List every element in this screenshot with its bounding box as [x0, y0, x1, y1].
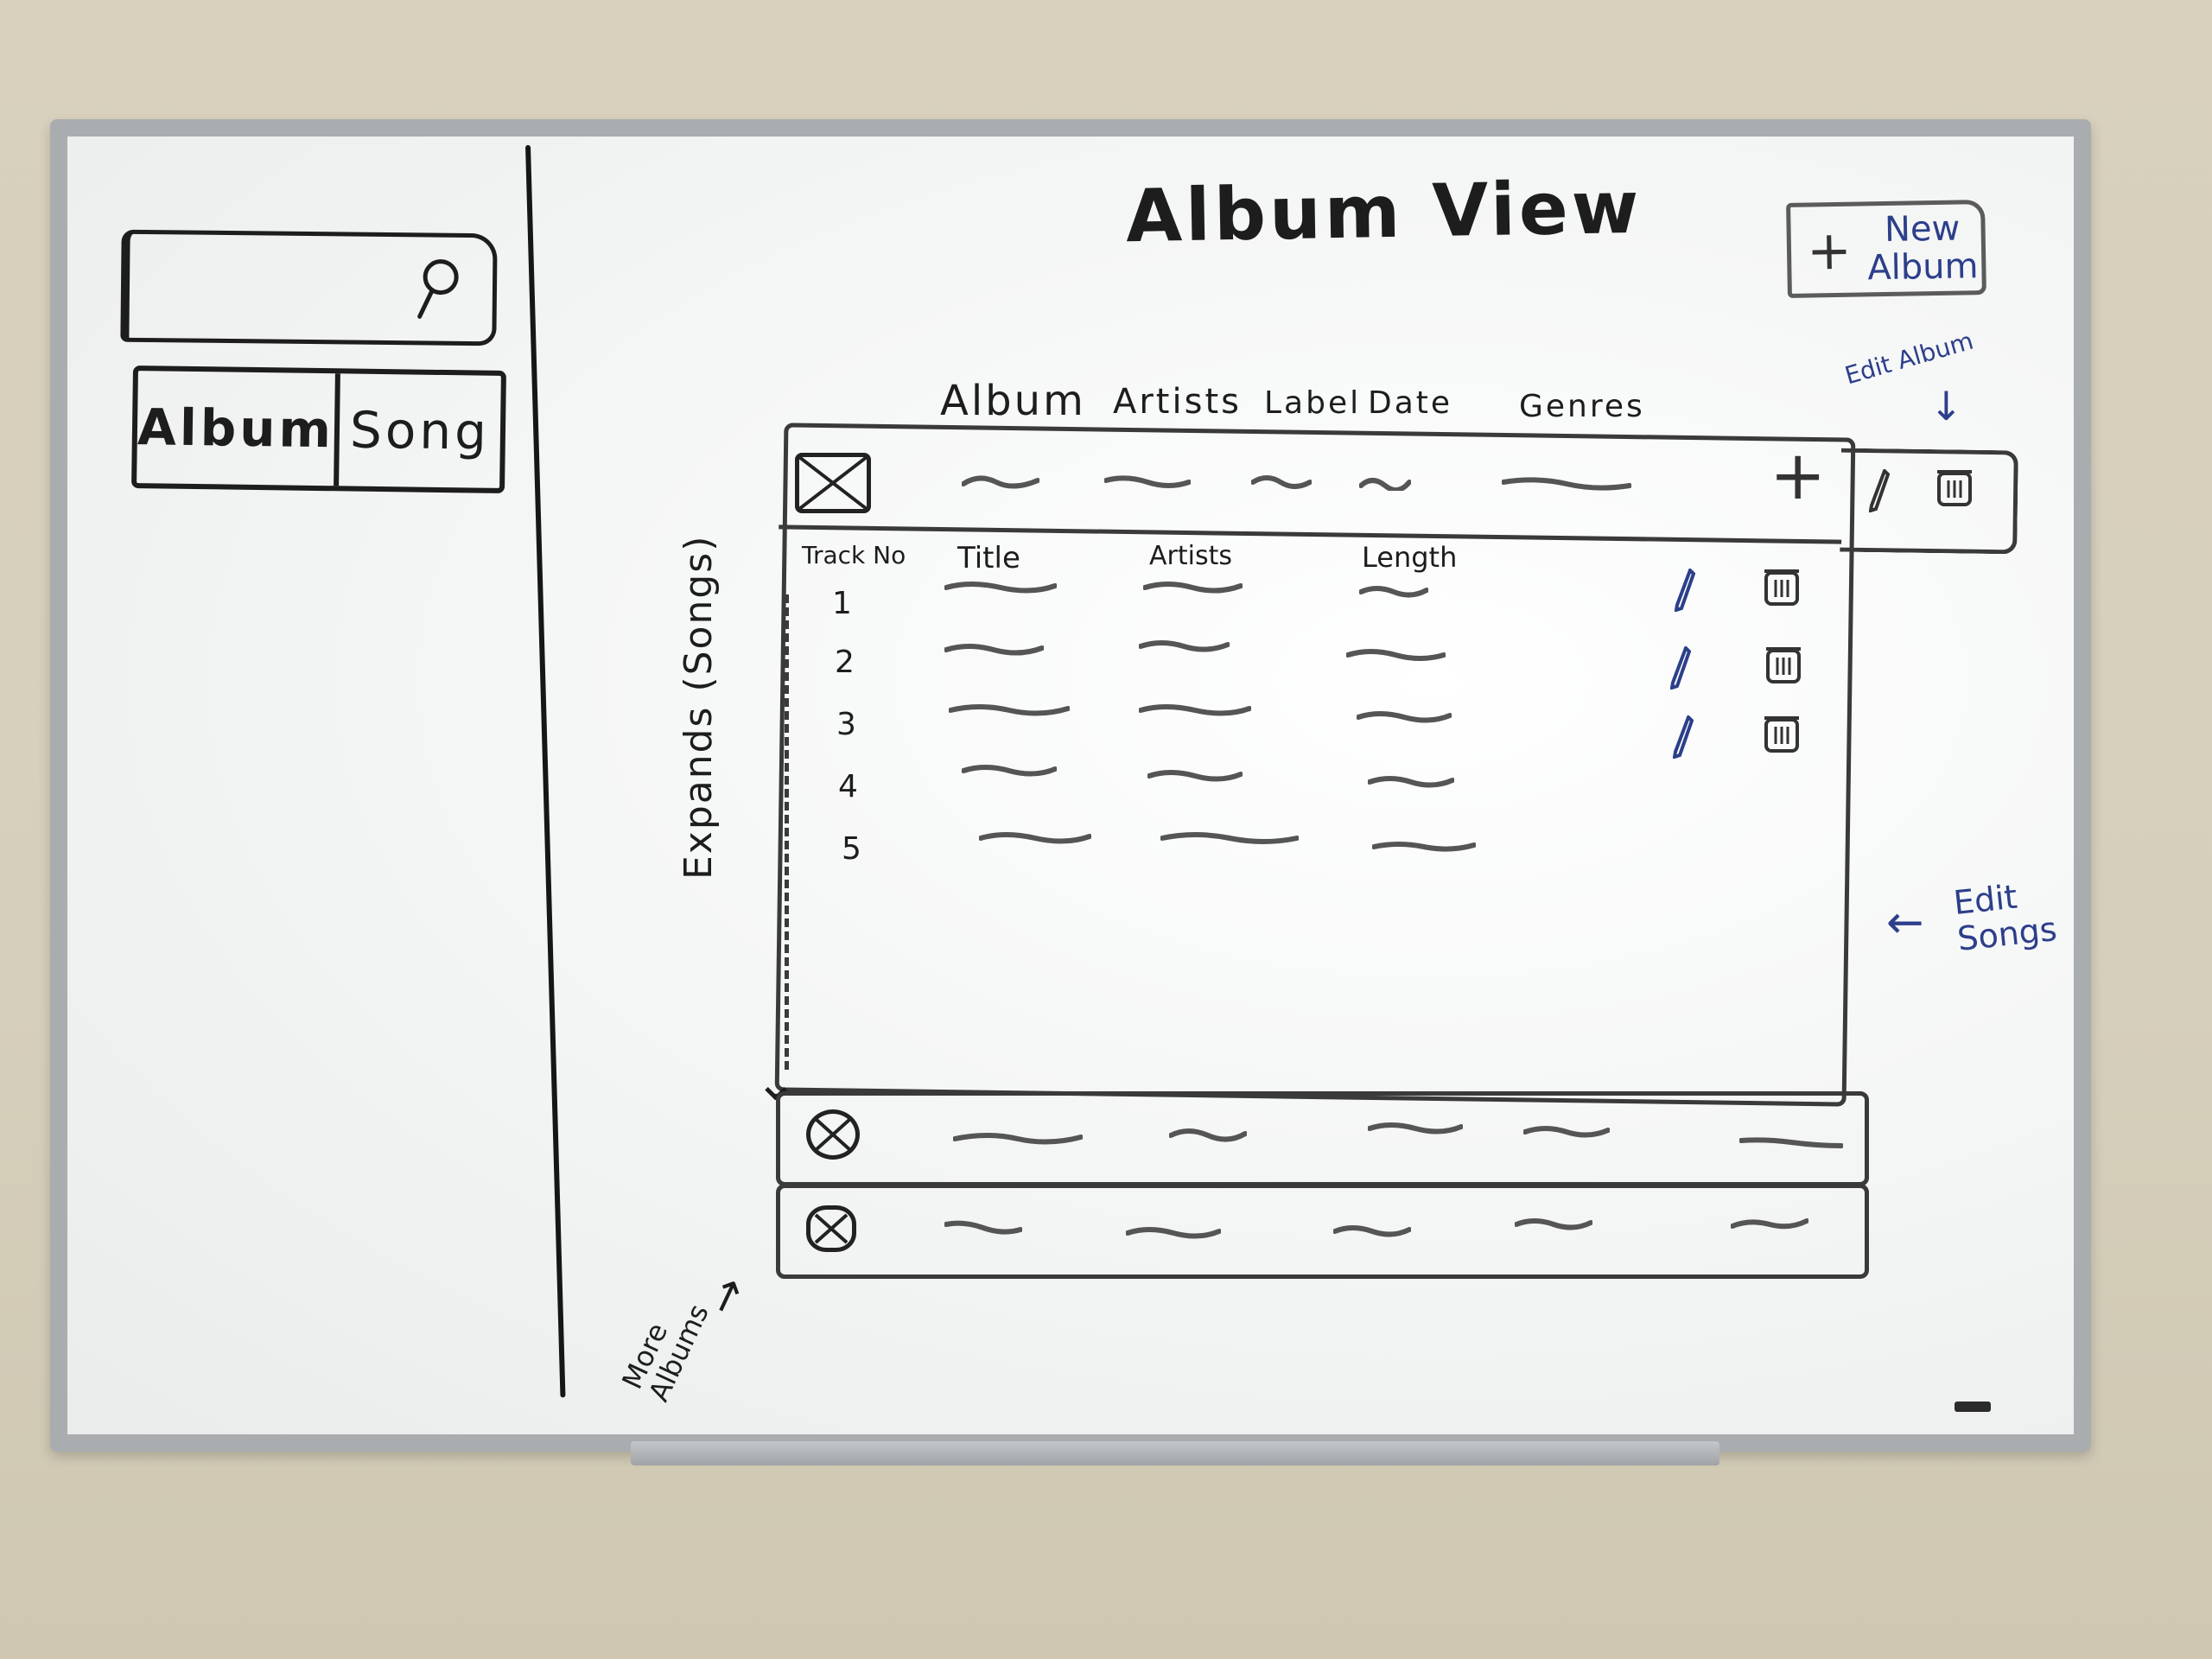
edit-song-pencil-icon[interactable] [1673, 715, 1694, 759]
arrow-left-icon: ← [1886, 897, 1924, 949]
marker-tray [631, 1441, 1719, 1465]
album-date-value [1359, 478, 1411, 491]
track-number: 3 [836, 707, 856, 742]
delete-song-trash-icon[interactable] [1764, 642, 1802, 683]
album-row-collapsed[interactable] [776, 1184, 1869, 1279]
album-art-placeholder-icon [806, 1109, 860, 1160]
expands-annotation: Expands (Songs) [677, 534, 721, 880]
song-column-artists: Artists [1149, 541, 1232, 571]
song-length-value [1368, 776, 1454, 788]
song-title-value [944, 582, 1057, 594]
column-header-album: Album [940, 377, 1086, 425]
arrow-down-icon: ↓ [1929, 383, 1963, 429]
album-art-placeholder-icon [806, 1205, 856, 1252]
album-label-value [1333, 1225, 1411, 1237]
song-artist-value [1139, 640, 1230, 652]
edit-song-pencil-icon[interactable] [1675, 569, 1695, 612]
edit-album-pencil-icon[interactable] [1869, 469, 1890, 512]
song-column-length: Length [1362, 541, 1458, 574]
plus-icon: + [1806, 218, 1853, 283]
page-title: Album View [1125, 164, 1643, 259]
album-genres-value [1739, 1137, 1843, 1148]
song-title-value [949, 704, 1070, 716]
song-length-value [1372, 842, 1476, 852]
album-name-value [953, 1133, 1083, 1145]
whiteboard: Album Song Album View + New Album Album … [67, 137, 2074, 1434]
album-artist-value [1169, 1128, 1247, 1142]
more-albums-annotation: More Albums [615, 1299, 715, 1407]
album-genres-value [1731, 1218, 1808, 1230]
new-album-button[interactable]: + New Album [1786, 200, 1986, 298]
delete-song-trash-icon[interactable] [1763, 564, 1801, 606]
album-label-value [1251, 475, 1312, 489]
edit-song-pencil-icon[interactable] [1670, 646, 1691, 690]
edit-album-annotation: Edit Album [1841, 326, 1977, 391]
song-title-value [944, 644, 1044, 656]
album-date-value [1515, 1218, 1592, 1230]
song-artist-value [1143, 582, 1243, 594]
track-number: 1 [832, 586, 852, 621]
album-art-placeholder-icon [795, 453, 871, 513]
tab-album[interactable]: Album [137, 397, 335, 460]
delete-song-trash-icon[interactable] [1763, 711, 1801, 753]
edit-songs-annotation: Edit Songs [1951, 877, 2059, 958]
column-header-genres: Genres [1519, 389, 1645, 424]
song-length-value [1357, 711, 1452, 723]
album-label-value [1368, 1122, 1463, 1135]
album-artist-value [1104, 475, 1191, 488]
song-title-value [979, 832, 1091, 844]
song-column-track-no: Track No [802, 541, 906, 569]
album-name-value [944, 1220, 1022, 1235]
album-genres-value [1502, 477, 1631, 491]
song-artist-value [1160, 832, 1299, 844]
add-song-button[interactable]: + [1770, 437, 1827, 515]
song-artist-value [1139, 704, 1251, 716]
album-actions [1840, 448, 2018, 555]
song-artist-value [1147, 770, 1243, 782]
column-header-label: Label [1264, 385, 1362, 421]
marker [1955, 1402, 1991, 1412]
column-header-date: Date [1368, 385, 1453, 421]
new-album-label: New Album [1866, 208, 1979, 289]
album-name-value [962, 475, 1039, 489]
delete-album-trash-icon[interactable] [1936, 465, 1974, 506]
track-number: 4 [838, 769, 858, 804]
expand-guide-line [785, 594, 789, 1070]
column-header-artists: Artists [1113, 382, 1242, 422]
song-length-value [1346, 649, 1446, 661]
song-title-value [962, 765, 1057, 777]
search-input[interactable] [120, 229, 498, 346]
song-column-title: Title [957, 541, 1020, 575]
track-number: 2 [835, 645, 855, 680]
album-date-value [1523, 1126, 1610, 1138]
track-number: 5 [842, 831, 861, 867]
album-artist-value [1126, 1227, 1221, 1239]
sidebar-divider [525, 144, 566, 1398]
view-tabs: Album Song [131, 365, 506, 494]
search-icon[interactable] [411, 256, 464, 321]
tab-song[interactable]: Song [334, 373, 501, 488]
song-length-value [1359, 586, 1428, 598]
album-row-collapsed[interactable] [776, 1091, 1869, 1186]
